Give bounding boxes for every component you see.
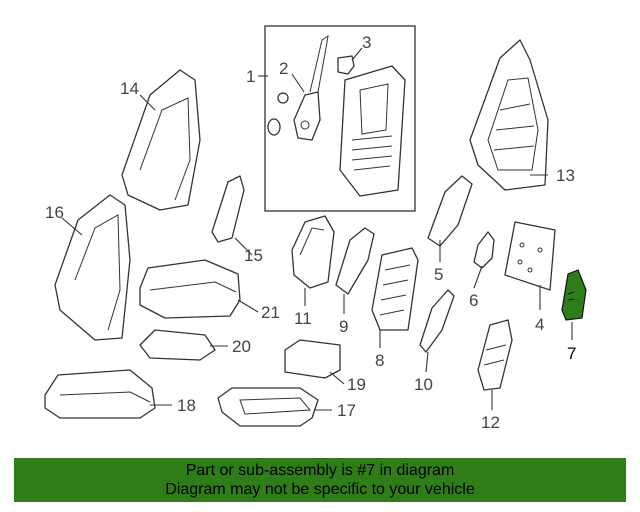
callout-8: 8	[375, 351, 384, 370]
part-4-backing-plate[interactable]	[504, 221, 556, 291]
part-14-back-cover[interactable]	[121, 69, 201, 211]
part-10-trim-strip[interactable]	[419, 289, 455, 353]
callout-labels: 1 2 3 4 5 6 7 8 9 10 11 12 13 14 15 16 1…	[45, 33, 576, 432]
part-6-bracket[interactable]	[473, 231, 495, 269]
callout-16: 16	[45, 203, 64, 222]
part-2-recliner[interactable]	[267, 34, 329, 141]
part-13-backrest-frame[interactable]	[469, 39, 549, 191]
callout-4: 4	[535, 315, 544, 334]
part-20-heater-pad[interactable]	[139, 329, 216, 361]
callout-10: 10	[414, 375, 433, 394]
part-17-seat-tray[interactable]	[217, 387, 319, 427]
callout-5: 5	[434, 265, 443, 284]
part-16-back-cushion[interactable]	[54, 194, 131, 341]
leader-lines	[61, 47, 573, 411]
callout-20: 20	[232, 337, 251, 356]
callout-13: 13	[556, 166, 575, 185]
callout-6: 6	[469, 291, 478, 310]
part-19-block[interactable]	[284, 339, 341, 379]
callout-11: 11	[294, 309, 312, 328]
part-8-back-panel[interactable]	[371, 247, 419, 331]
part-7-highlighted[interactable]	[561, 269, 587, 321]
callout-18: 18	[177, 396, 196, 415]
callout-3: 3	[362, 33, 371, 52]
callout-12: 12	[481, 413, 500, 432]
banner-line-2: Diagram may not be specific to your vehi…	[165, 481, 475, 498]
frame-back-panel[interactable]	[339, 65, 406, 197]
info-banner: Part or sub-assembly is #7 in diagram Di…	[14, 458, 626, 502]
parts-diagram: 1 2 3 4 5 6 7 8 9 10 11 12 13 14 15 16 1…	[44, 25, 587, 432]
callout-19: 19	[347, 375, 366, 394]
part-11-side-bolster[interactable]	[291, 215, 335, 289]
callout-17: 17	[337, 401, 356, 420]
callout-7: 7	[567, 344, 576, 363]
part-12-lower-trim[interactable]	[477, 319, 513, 391]
part-5-side-panel[interactable]	[427, 175, 473, 247]
part-15-side-trim[interactable]	[211, 175, 245, 243]
part-21-seat-cushion[interactable]	[139, 259, 241, 319]
callout-15: 15	[244, 246, 263, 265]
part-18-seat-pan[interactable]	[44, 369, 156, 419]
callout-21: 21	[261, 303, 280, 322]
part-3-clip[interactable]	[337, 55, 355, 75]
callout-1: 1	[246, 67, 255, 86]
banner-line-1: Part or sub-assembly is #7 in diagram	[185, 462, 455, 479]
part-9-roll-pad[interactable]	[335, 227, 375, 295]
callout-14: 14	[120, 79, 139, 98]
callout-9: 9	[339, 317, 348, 336]
callout-2: 2	[279, 59, 288, 78]
frame-inset-box	[264, 25, 416, 212]
